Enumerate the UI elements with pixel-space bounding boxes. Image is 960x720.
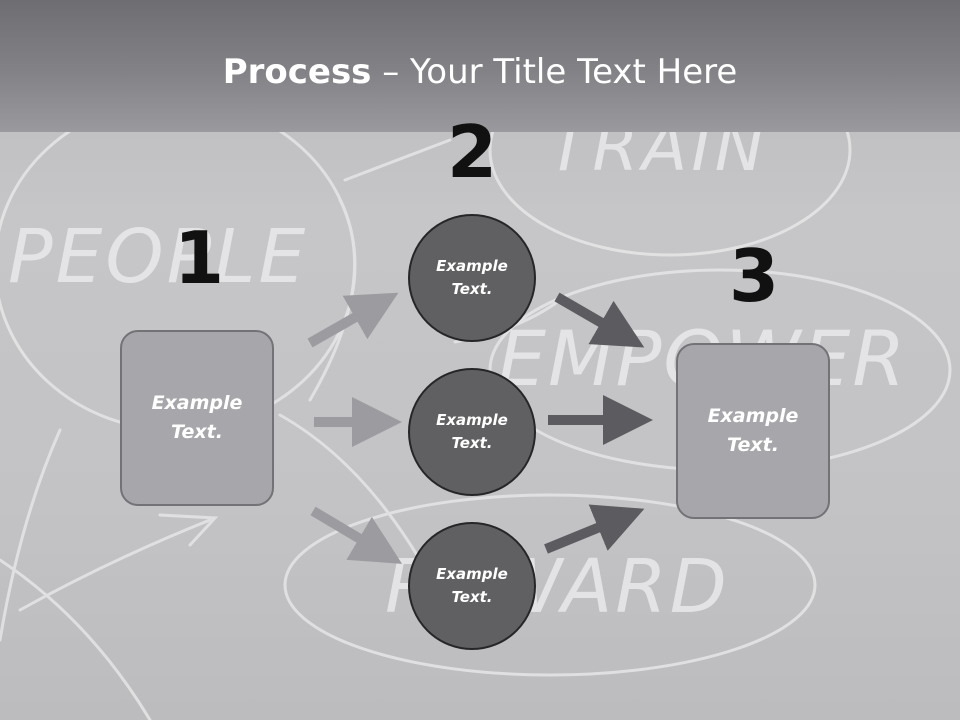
title-bar: [0, 0, 960, 132]
chalk-line: [18, 518, 212, 612]
chalk-line: [158, 513, 219, 547]
step-1-box: Example Text.: [120, 330, 274, 506]
step-3-box: Example Text.: [676, 343, 830, 519]
chalk-line: [0, 558, 152, 720]
arrow-right-up-icon: [544, 504, 645, 554]
chalk-line: [343, 138, 452, 182]
chalk-ellipse-reward: [283, 493, 817, 677]
step-2-circle-2: Example Text.: [408, 368, 536, 496]
title-bold: Process: [222, 52, 372, 92]
chalk-line: [0, 428, 62, 642]
arrow-right-up-icon: [307, 292, 399, 348]
slide-title: Process – Your Title Text Here: [0, 52, 960, 92]
step-2-circle-3-text: Example Text.: [436, 565, 508, 606]
chalk-word-people: PEOPLE: [8, 214, 308, 300]
step-number-2: 2: [446, 110, 498, 194]
arrow-right-down-icon: [310, 506, 403, 564]
step-2-circle-1-text: Example Text.: [436, 257, 508, 298]
step-1-text: Example Text.: [151, 392, 243, 443]
chalk-line: [308, 198, 356, 402]
title-rest: – Your Title Text Here: [371, 52, 738, 92]
step-3-text: Example Text.: [707, 405, 799, 456]
arrow-right-down-icon: [554, 292, 645, 348]
step-2-circle-3: Example Text.: [408, 522, 536, 650]
step-number-1: 1: [173, 216, 225, 300]
step-2-circle-2-text: Example Text.: [436, 411, 508, 452]
step-number-3: 3: [728, 234, 780, 318]
step-2-circle-1: Example Text.: [408, 214, 536, 342]
chalk-line: [278, 413, 422, 562]
